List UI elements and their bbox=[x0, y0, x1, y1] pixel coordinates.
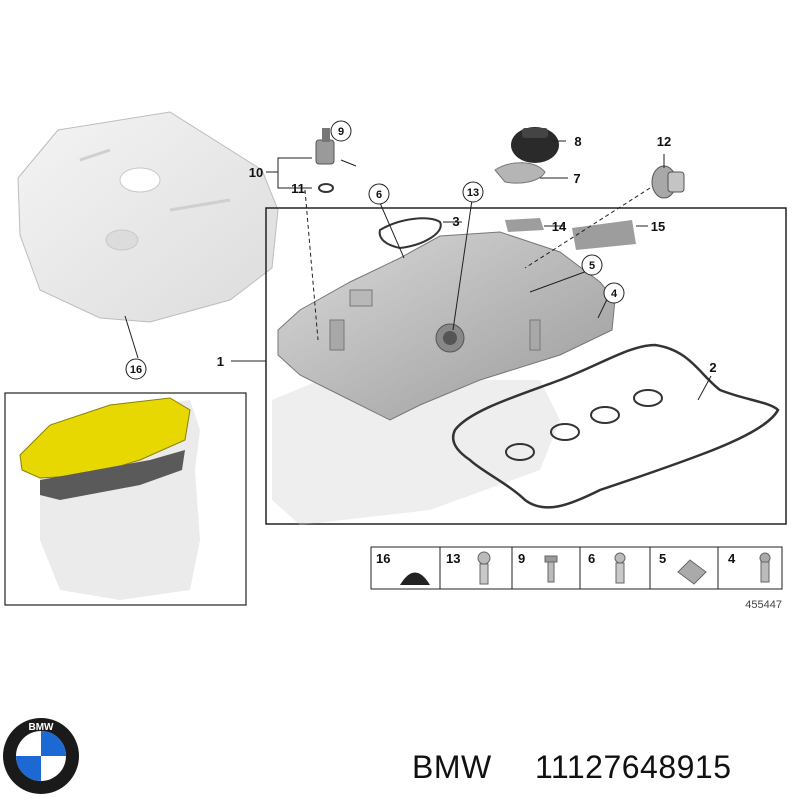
insulation-pad-14 bbox=[505, 218, 544, 232]
seal-ring bbox=[378, 217, 442, 250]
breather-valve bbox=[651, 165, 685, 199]
callout-14: 14 bbox=[552, 219, 567, 234]
gasket-holes bbox=[505, 389, 663, 461]
footer-part-number: 11127648915 bbox=[535, 749, 732, 785]
engine-overview-inset bbox=[4, 392, 247, 606]
callout-15: 15 bbox=[651, 219, 665, 234]
gasket bbox=[451, 343, 780, 509]
callout-5: 5 bbox=[589, 260, 595, 272]
legend-label-16: 16 bbox=[376, 551, 390, 566]
bolt-icon bbox=[759, 552, 771, 583]
fastener-legend: 16 13 9 6 5 4 bbox=[370, 546, 783, 590]
callout-1: 1 bbox=[217, 354, 224, 369]
o-ring bbox=[318, 183, 334, 193]
callout-9-circle bbox=[330, 120, 352, 142]
cylinder-head-ghost bbox=[272, 380, 560, 525]
callout-6: 6 bbox=[376, 189, 382, 201]
legend-label-4: 4 bbox=[728, 551, 736, 566]
screw-icon bbox=[544, 555, 558, 583]
callout-8: 8 bbox=[574, 134, 581, 149]
callout-9: 9 bbox=[338, 126, 344, 138]
callout-6-circle bbox=[368, 183, 390, 205]
diagram-reference-number: 455447 bbox=[745, 599, 782, 611]
callout-10: 10 bbox=[249, 165, 263, 180]
callout-12: 12 bbox=[657, 134, 671, 149]
cap-seal bbox=[494, 162, 546, 184]
oil-filler-cap bbox=[511, 127, 559, 163]
callout-16-circle bbox=[125, 358, 147, 380]
callout-13-circle bbox=[462, 181, 484, 203]
callout-4: 4 bbox=[611, 288, 618, 300]
engine-cover bbox=[17, 111, 279, 323]
legend-label-5: 5 bbox=[659, 551, 666, 566]
bmw-logo: BMW bbox=[3, 718, 79, 794]
grommet-icon bbox=[400, 572, 430, 585]
valve-cover bbox=[277, 231, 616, 421]
leader-lines bbox=[124, 140, 712, 401]
logo-ring-text: BMW bbox=[29, 722, 55, 733]
assembly-frame bbox=[265, 207, 787, 525]
clip-icon bbox=[677, 559, 707, 585]
sensor bbox=[315, 128, 335, 165]
callout-13: 13 bbox=[467, 187, 479, 199]
callout-7: 7 bbox=[573, 171, 580, 186]
callout-2: 2 bbox=[709, 360, 716, 375]
callout-11: 11 bbox=[291, 181, 305, 196]
legend-label-6: 6 bbox=[588, 551, 595, 566]
insulation-pad-15 bbox=[572, 220, 636, 250]
callout-3: 3 bbox=[452, 214, 459, 229]
legend-label-13: 13 bbox=[446, 551, 460, 566]
footer-brand: BMW bbox=[412, 749, 492, 785]
callouts: 1 2 3 7 8 10 11 12 14 15 4 5 6 9 13 16 bbox=[125, 120, 717, 380]
ball-stud-icon bbox=[614, 552, 626, 584]
callout-16: 16 bbox=[130, 364, 142, 376]
callout-4-circle bbox=[603, 282, 625, 304]
legend-label-9: 9 bbox=[518, 551, 525, 566]
callout-5-circle bbox=[581, 254, 603, 276]
stud-icon bbox=[477, 551, 491, 585]
